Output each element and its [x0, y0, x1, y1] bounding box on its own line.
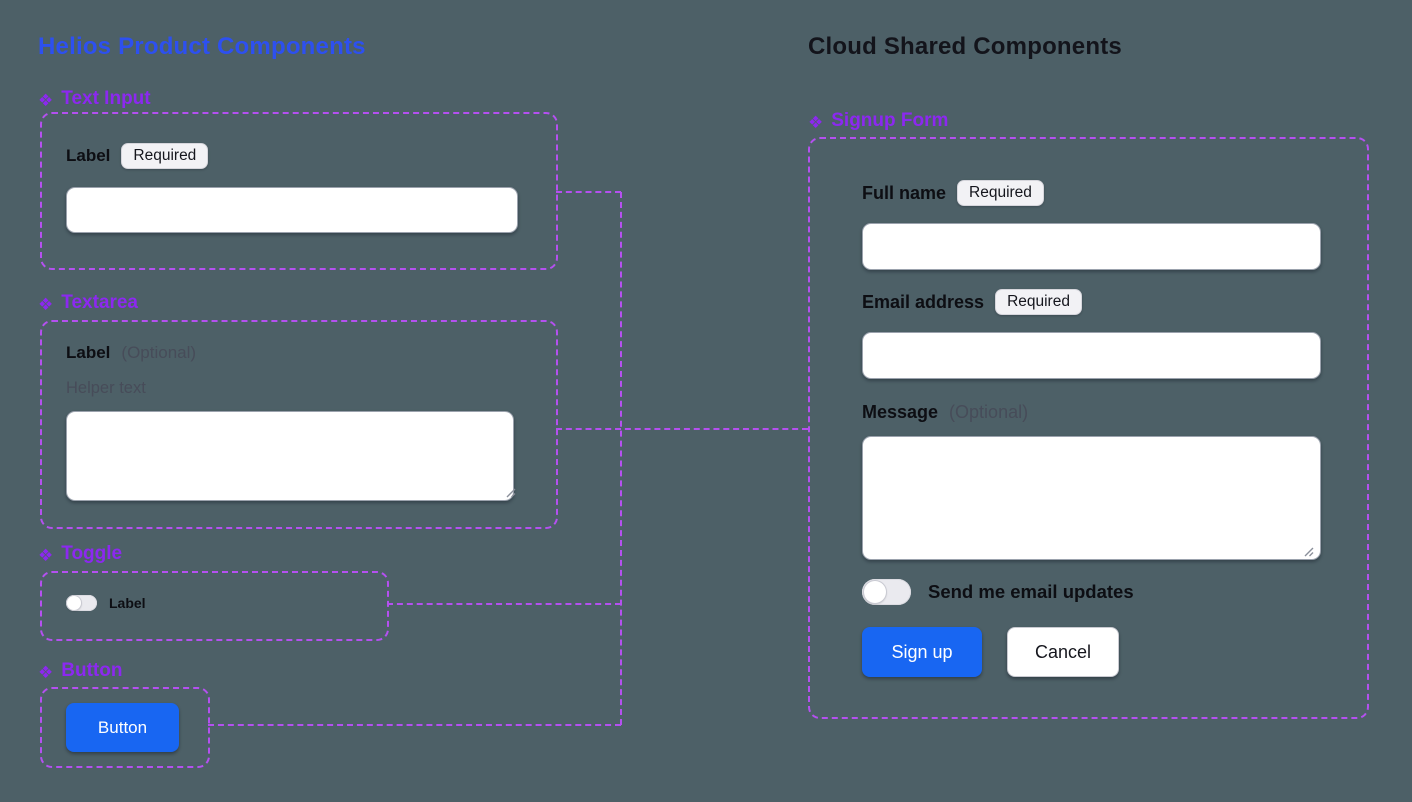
- email-required-badge: Required: [995, 289, 1082, 315]
- helper-text: Helper text: [66, 379, 146, 397]
- section-heading-button: ❖ Button: [38, 660, 122, 682]
- email-input[interactable]: [862, 332, 1321, 379]
- text-input-field[interactable]: [66, 187, 518, 233]
- section-heading-toggle: ❖ Toggle: [38, 543, 122, 565]
- full-name-input[interactable]: [862, 223, 1321, 270]
- toggle-row: Label: [66, 595, 146, 611]
- connector-trunk: [620, 192, 622, 725]
- required-badge: Required: [121, 143, 209, 169]
- component-box-toggle: [40, 571, 389, 641]
- toggle-knob: [67, 596, 81, 610]
- message-label-row: Message (Optional): [862, 402, 1028, 423]
- sign-up-button[interactable]: Sign up: [862, 627, 982, 677]
- component-icon: ❖: [808, 112, 824, 132]
- email-updates-toggle-row: Send me email updates: [862, 579, 1134, 605]
- component-box-button: [40, 687, 210, 768]
- section-heading-textarea: ❖ Textarea: [38, 292, 138, 314]
- section-heading-label: Text Input: [61, 88, 151, 109]
- primary-button[interactable]: Button: [66, 703, 179, 752]
- component-icon: ❖: [38, 545, 54, 565]
- textarea-field[interactable]: [66, 411, 514, 501]
- cancel-button[interactable]: Cancel: [1007, 627, 1119, 677]
- section-heading-label: Toggle: [61, 543, 123, 564]
- connector-toggle: [387, 603, 621, 605]
- toggle-label: Label: [109, 595, 146, 611]
- full-name-label-row: Full name Required: [862, 180, 1044, 206]
- toggle-switch[interactable]: [66, 595, 97, 611]
- component-icon: ❖: [38, 90, 54, 110]
- connector-button: [208, 724, 621, 726]
- component-box-text-input: [40, 112, 558, 270]
- email-updates-label: Send me email updates: [928, 581, 1134, 602]
- section-heading-signup-form: ❖ Signup Form: [808, 110, 948, 132]
- email-label-row: Email address Required: [862, 289, 1082, 315]
- section-heading-label: Button: [61, 660, 123, 681]
- connector-text-input: [556, 191, 621, 193]
- component-icon: ❖: [38, 294, 54, 314]
- email-updates-toggle[interactable]: [862, 579, 911, 605]
- field-label: Label: [66, 343, 111, 362]
- component-icon: ❖: [38, 662, 54, 682]
- email-label: Email address: [862, 291, 985, 312]
- full-name-label: Full name: [862, 182, 947, 203]
- section-heading-text-input: ❖ Text Input: [38, 88, 151, 110]
- toggle-knob: [864, 581, 886, 603]
- component-box-textarea: [40, 320, 558, 529]
- message-textarea[interactable]: [862, 436, 1321, 560]
- textarea-label-row: Label (Optional): [66, 343, 196, 363]
- signup-form-box: [808, 137, 1369, 719]
- right-panel-title: Cloud Shared Components: [808, 33, 1122, 60]
- text-input-label-row: Label Required: [66, 143, 209, 169]
- section-heading-label: Textarea: [61, 292, 139, 313]
- left-panel-title: Helios Product Components: [38, 33, 366, 60]
- full-name-required-badge: Required: [957, 180, 1044, 206]
- optional-hint: (Optional): [121, 343, 197, 362]
- section-heading-label: Signup Form: [831, 110, 949, 131]
- field-label: Label: [66, 146, 111, 165]
- message-label: Message: [862, 402, 939, 422]
- connector-textarea-to-signup: [556, 428, 808, 430]
- message-optional-hint: (Optional): [949, 402, 1029, 422]
